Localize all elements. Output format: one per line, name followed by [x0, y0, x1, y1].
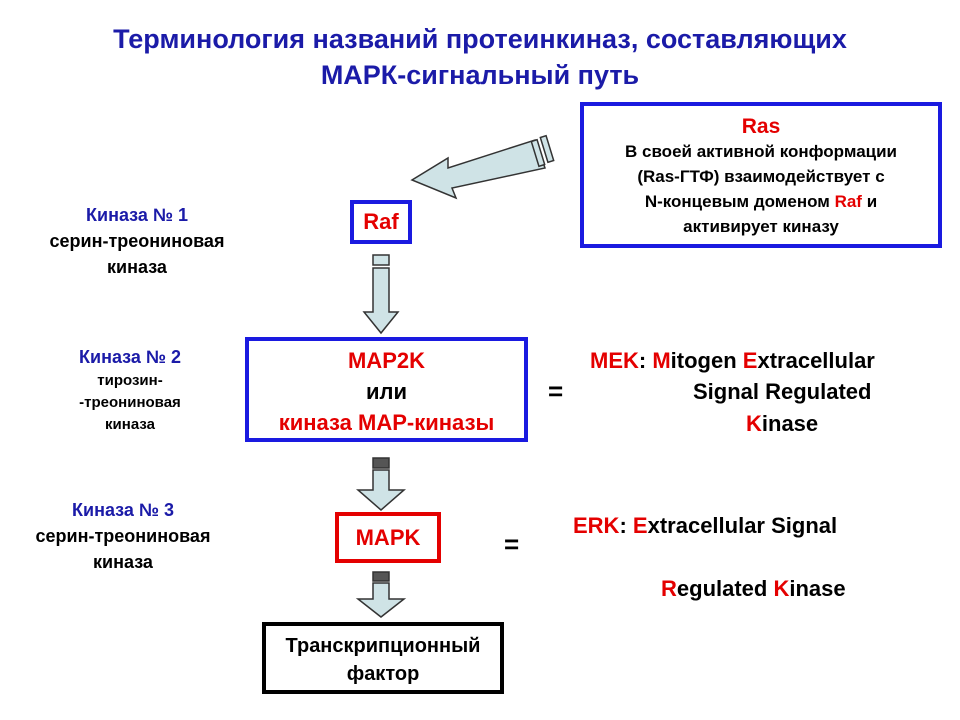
- slide-title-line1: Терминология названий протеинкиназ, сост…: [113, 24, 847, 54]
- kinase2-label: Киназа № 2 тирозин- -треониновая киназа: [79, 347, 181, 433]
- mek-line1: MEK: Mitogen Extracellular: [590, 348, 875, 373]
- map2k-to-mapk-arrow: [355, 457, 407, 511]
- raf-to-map2k-arrow: [362, 254, 400, 335]
- raf-box: Raf: [350, 200, 412, 244]
- ras-to-raf-arrow: [410, 134, 555, 200]
- erk-line1: ERK: Extracellular Signal: [573, 513, 838, 538]
- transcription-factor-box: Транскрипционный фактор: [262, 622, 504, 694]
- ras-line3: N-концевым доменом Raf и: [644, 192, 878, 211]
- ras-box: Ras В своей активной конформации (Ras-ГТ…: [580, 102, 942, 248]
- ras-line1: В своей активной конформации: [625, 142, 897, 161]
- kinase3-label: Киназа № 3 серин-треониновая киназа: [35, 500, 211, 572]
- erk-line2: Regulated Kinase: [661, 576, 846, 601]
- mek-line3: Kinase: [746, 411, 819, 436]
- equals-sign-erk: =: [504, 529, 520, 559]
- ras-heading: Ras: [741, 115, 781, 138]
- ras-line4: активирует киназу: [683, 217, 839, 236]
- mek-line2: Signal Regulated: [693, 379, 872, 404]
- map2k-box: MAP2K или киназа МАР-киназы: [245, 337, 528, 442]
- mapk-box: MAPK: [335, 512, 441, 563]
- ras-line2: (Ras-ГТФ) взаимодействует с: [637, 167, 885, 186]
- slide-title-line2: МАРК-сигнальный путь: [320, 60, 640, 90]
- equals-sign-mek: =: [548, 376, 564, 406]
- kinase1-label: Киназа № 1 серин-треониновая киназа: [49, 205, 225, 277]
- mapk-to-tf-arrow: [355, 571, 407, 618]
